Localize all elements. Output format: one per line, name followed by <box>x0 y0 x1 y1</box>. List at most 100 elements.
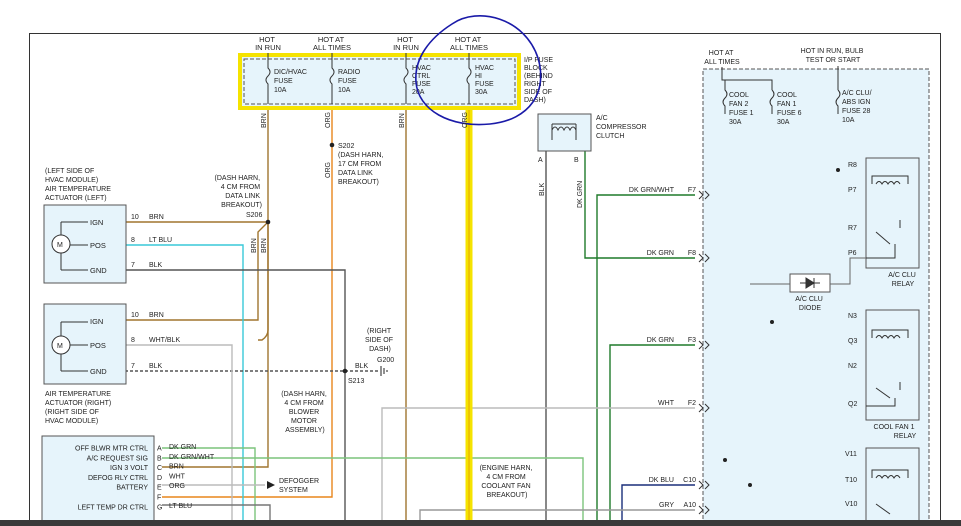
fuse-symbol-3 <box>403 59 409 104</box>
fuse-label-dic-hvac: DIC/HVAC FUSE 10A <box>274 69 309 94</box>
splice-s206-id: S206 <box>246 212 262 219</box>
connector-mark <box>698 480 710 490</box>
wire-org <box>162 90 333 498</box>
control-module-row-wire: BRN <box>169 464 184 471</box>
wire-wht-f2 <box>381 407 695 526</box>
control-module-row-wire: DK GRN/WHT <box>169 454 215 461</box>
wire-label-brn-3: BRN <box>251 238 258 253</box>
compressor-coil-icon <box>551 123 577 140</box>
connector-wire-color: WHT <box>658 400 675 407</box>
cool-fan1-relay-pin-q2: Q2 <box>848 401 857 408</box>
underhood-fuse-label-3: A/C CLU/ ABS IGN FUSE 28 10A <box>842 90 874 124</box>
actuator-left-wire-blk: BLK <box>149 262 163 269</box>
connector-mark <box>698 505 710 515</box>
ac-clu-relay-label: A/C CLU RELAY <box>888 272 918 288</box>
junction-dot-2 <box>770 320 774 324</box>
connector-wire-color: DK GRN/WHT <box>629 187 675 194</box>
connector-mark <box>698 190 710 200</box>
control-module-row-pin: G <box>157 504 162 511</box>
relay3-pin-v11: V11 <box>845 451 857 458</box>
actuator-right-wire-brn: BRN <box>149 312 164 319</box>
fuse-headers <box>267 53 470 59</box>
connector-wire-color: DK BLU <box>649 477 674 484</box>
wire-label-org-2: ORG <box>462 112 469 128</box>
actuator-right-num-10: 10 <box>131 312 139 319</box>
compressor-box <box>537 113 592 152</box>
wire-label-brn-2: BRN <box>399 113 406 128</box>
splice-s206-note: (DASH HARN, 4 CM FROM DATA LINK BREAKOUT… <box>215 175 262 209</box>
actuator-right-num-8: 8 <box>131 337 135 344</box>
fuse-label-radio: RADIO FUSE 10A <box>338 69 362 94</box>
actuator-right-num-7: 7 <box>131 363 135 370</box>
relay3-box <box>865 447 920 526</box>
annotation-circle <box>415 15 542 126</box>
control-module-row-label: LEFT TEMP DR CTRL <box>78 504 149 511</box>
actuator-left-wire-brn: BRN <box>149 214 164 221</box>
actuator-right-wire-whtblk: WHT/BLK <box>149 337 180 344</box>
control-module-row-label: DEFOG RLY CTRL <box>88 475 148 482</box>
control-module-row-label: IGN 3 VOLT <box>110 465 149 472</box>
actuator-left-pin-gnd: GND <box>90 266 107 275</box>
control-module-row-label: A/C REQUEST SIG <box>87 455 148 462</box>
cool-fan1-relay-coil-icon <box>871 329 909 339</box>
ac-clu-relay-pin-r8: R8 <box>848 162 857 169</box>
underhood-fuse-symbol-1 <box>722 80 728 114</box>
connector-id: F7 <box>688 187 696 194</box>
underhood-fuse-symbol-2 <box>769 89 775 114</box>
control-module-row-label: BATTERY <box>116 485 148 492</box>
actuator-left-pin-pos: POS <box>90 241 106 250</box>
actuator-left-num-8: 8 <box>131 237 135 244</box>
underhood-fuse-symbols <box>722 80 841 114</box>
underhood-junctions <box>723 168 840 487</box>
wire-blk-left-gnd <box>125 269 346 526</box>
control-module-row-pin: E <box>157 485 162 492</box>
actuator-right-title: AIR TEMPERATURE ACTUATOR (RIGHT) (RIGHT … <box>45 391 113 425</box>
header-hot-in-run-1: HOT IN RUN <box>255 35 281 52</box>
wire-label-dk-grn-compressor: DK GRN <box>577 181 584 208</box>
ac-clu-relay-coil-icon <box>871 175 909 185</box>
fuse-label-hvac-hi: HVAC HI FUSE 30A <box>475 65 496 96</box>
defogger-arrow-icon <box>267 481 275 489</box>
control-module-row-wire: DK GRN <box>169 444 196 451</box>
underhood-bus-line <box>721 67 773 90</box>
fuse-symbol-1 <box>265 59 271 104</box>
cool-fan1-relay-pin-n2: N2 <box>848 363 857 370</box>
header-hot-at-all-times-1: HOT AT ALL TIMES <box>313 35 351 52</box>
actuator-left-title: (LEFT SIDE OF HVAC MODULE) AIR TEMPERATU… <box>45 168 113 202</box>
junction-dot-1 <box>836 168 840 172</box>
splice-s202-dot <box>329 142 335 148</box>
actuator-left-pin-ign: IGN <box>90 218 103 227</box>
junction-dot-3 <box>723 458 727 462</box>
ground-wire-label: BLK <box>355 363 369 370</box>
wire-module-misc <box>162 504 271 526</box>
compressor-pin-a: A <box>538 157 543 164</box>
header-hot-at-all-times-2: HOT AT ALL TIMES <box>450 35 488 52</box>
ground-g200-id: G200 <box>377 357 394 364</box>
ac-clu-diode-label: A/C CLU DIODE <box>795 296 825 312</box>
ac-clu-relay-pin-r7: R7 <box>848 225 857 232</box>
cool-fan1-relay-pin-n3: N3 <box>848 313 857 320</box>
wire-dk-grn-f3 <box>609 344 695 526</box>
wire-label-org-1: ORG <box>325 112 332 128</box>
header-hot-at-all-times-3: HOT AT ALL TIMES <box>704 50 740 66</box>
connector-wire-color: DK GRN <box>647 250 674 257</box>
ac-clu-diode-icon <box>800 277 820 289</box>
control-module-row-pin: F <box>157 495 161 502</box>
control-module-box <box>41 435 155 526</box>
connector-mark <box>698 253 710 263</box>
connector-wire-color: DK GRN <box>647 337 674 344</box>
underhood-fuse-label-1: COOL FAN 2 FUSE 1 30A <box>729 92 755 126</box>
ac-clu-relay-pin-p6: P6 <box>848 250 857 257</box>
wire-brn-to-module <box>162 222 269 468</box>
fuse-symbol-4 <box>466 59 472 104</box>
actuator-left-num-7: 7 <box>131 262 135 269</box>
header-hot-in-run-bulb: HOT IN RUN, BULB TEST OR START <box>801 48 866 64</box>
control-module-row-pin: A <box>157 446 162 453</box>
header-hot-in-run-2: HOT IN RUN <box>393 35 419 52</box>
ground-g200-icon <box>380 366 388 376</box>
actuator-left-internal <box>60 221 88 271</box>
wire-dk-grn-wht-f7 <box>596 194 695 526</box>
cool-fan1-relay-switch-icon <box>866 382 901 407</box>
